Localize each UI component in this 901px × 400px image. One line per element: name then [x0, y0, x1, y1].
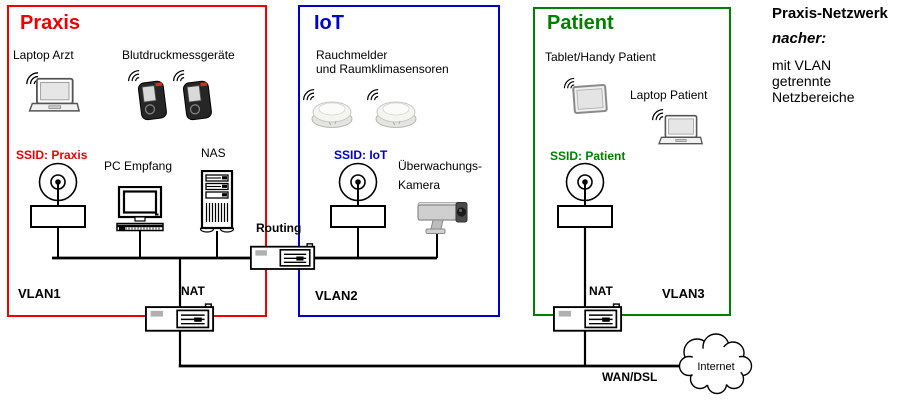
- laptop-arzt-icon: [28, 77, 80, 112]
- wifi-arcs-icon: [303, 89, 315, 101]
- side-note: Praxis-Netzwerk nacher: mit VLAN getrenn…: [772, 5, 898, 106]
- nas-server-icon: [199, 170, 235, 234]
- zone-iot: [298, 5, 500, 317]
- side-note-title: Praxis-Netzwerk: [772, 5, 888, 22]
- ssid-patient-label: SSID: Patient: [550, 149, 626, 163]
- router-device-icon: [553, 303, 623, 332]
- internet-cloud-icon: Internet: [678, 333, 753, 395]
- nat-patient-label: NAT: [589, 284, 613, 298]
- kamera-label-line2: Kamera: [398, 178, 441, 192]
- ssid-iot-label: SSID: IoT: [334, 148, 388, 162]
- connection-lines: [52, 227, 705, 368]
- side-note-line: getrennte: [772, 73, 832, 89]
- laptop-arzt-label: Laptop Arzt: [13, 48, 74, 62]
- rauchmelder-label-line2: und Raumklimasensoren: [316, 62, 449, 76]
- desktop-pc-icon: [115, 186, 165, 232]
- wifi-access-point-icon: [30, 162, 86, 228]
- wifi-arcs-icon: [128, 70, 140, 82]
- blutdruck-label: Blutdruckmessgeräte: [122, 48, 235, 62]
- zone-praxis: [7, 5, 267, 317]
- wifi-access-point-icon: [557, 162, 613, 228]
- laptop-patient-icon: [658, 114, 703, 145]
- zone-patient: [533, 7, 731, 316]
- ssid-praxis-label: SSID: Praxis: [16, 148, 88, 162]
- wifi-arcs-icon: [367, 89, 379, 101]
- praxis-zone-title: Praxis: [20, 12, 81, 34]
- laptop-patient-label: Laptop Patient: [630, 88, 708, 102]
- blood-pressure-device-icon: [182, 79, 213, 121]
- pc-empfang-label: PC Empfang: [104, 159, 173, 173]
- surveillance-camera-icon: [417, 201, 468, 235]
- wifi-access-point-icon: [330, 162, 386, 228]
- vlan2-label: VLAN2: [315, 288, 358, 303]
- side-note-line: Netzbereiche: [772, 89, 855, 105]
- router-device-icon: [145, 303, 215, 332]
- nat-praxis-label: NAT: [181, 284, 205, 298]
- tablet-icon: [572, 84, 608, 114]
- rauchmelder-label-line1: Rauchmelder: [316, 48, 388, 62]
- wifi-arcs-icon: [563, 77, 575, 89]
- wan-dsl-label: WAN/DSL: [602, 370, 658, 384]
- patient-zone-title: Patient: [547, 12, 614, 34]
- iot-zone-title: IoT: [314, 12, 344, 34]
- tablet-handy-label: Tablet/Handy Patient: [545, 50, 656, 64]
- vlan1-label: VLAN1: [18, 286, 61, 301]
- side-note-subtitle: nacher:: [772, 30, 827, 47]
- nas-label: NAS: [201, 146, 226, 160]
- blood-pressure-device-icon: [137, 79, 168, 121]
- routing-label: Routing: [256, 221, 302, 235]
- wifi-arcs-icon: [173, 70, 185, 82]
- side-note-line: mit VLAN: [772, 57, 832, 73]
- wifi-arcs-icon: [652, 109, 664, 121]
- vlan3-label: VLAN3: [662, 286, 705, 301]
- smoke-detector-icon: [375, 101, 417, 128]
- router-device-icon: [250, 243, 316, 270]
- kamera-label-line1: Überwachungs-: [398, 159, 483, 173]
- smoke-detector-icon: [311, 101, 353, 128]
- internet-label: Internet: [697, 361, 734, 373]
